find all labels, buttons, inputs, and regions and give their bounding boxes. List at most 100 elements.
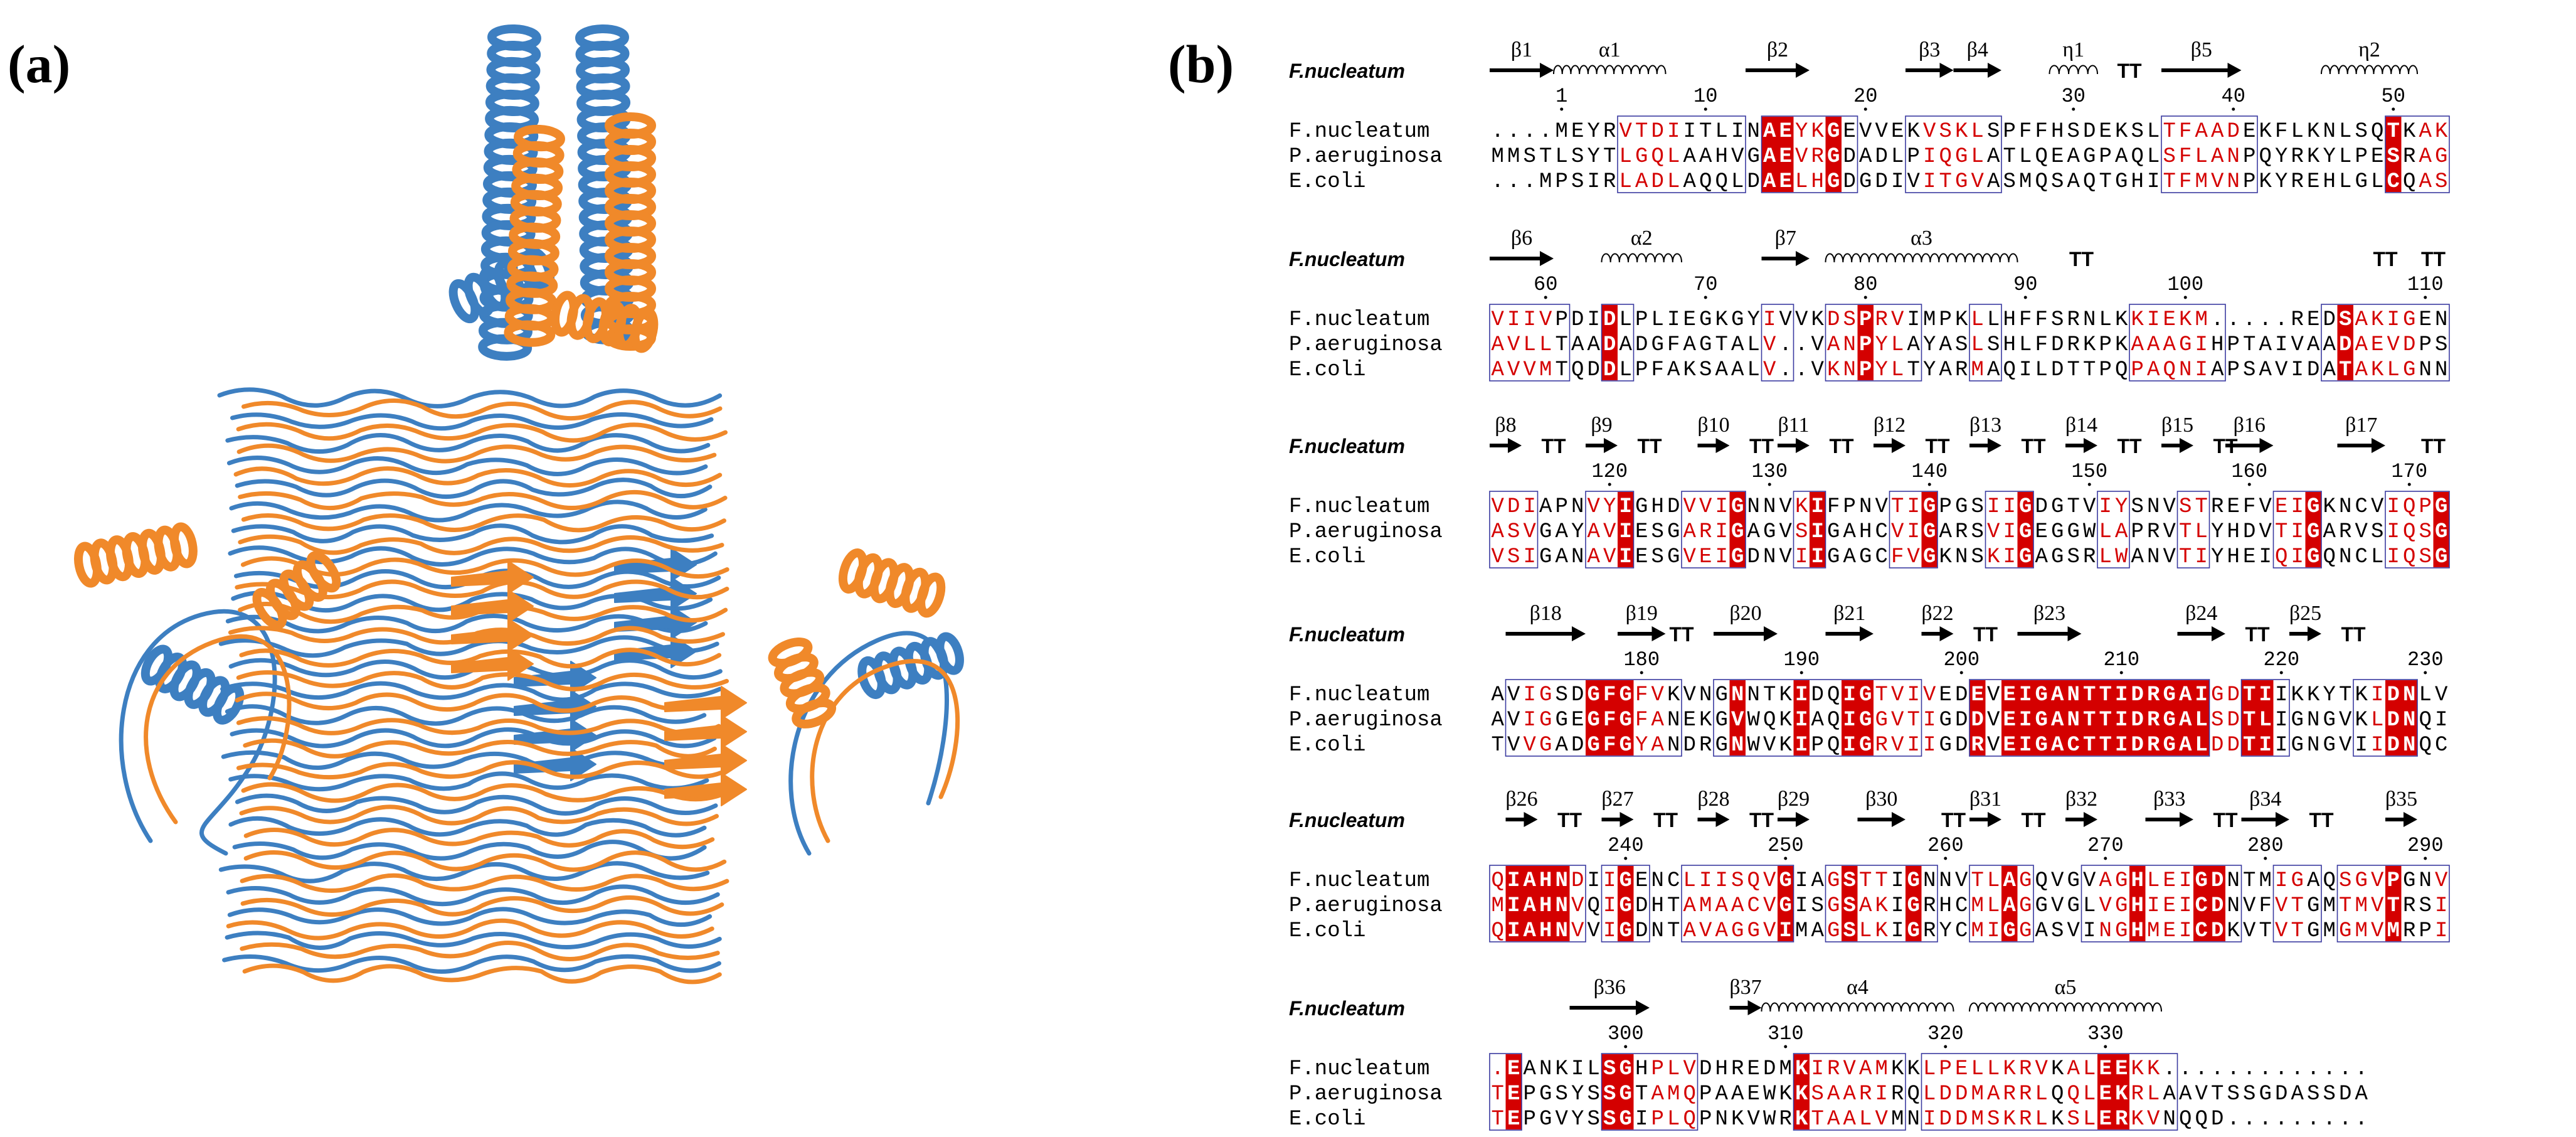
conserved-column: [2385, 680, 2402, 755]
ss-label-helix: α4: [1847, 976, 1868, 999]
loop-strand: [788, 631, 949, 856]
residue-tick: [1608, 483, 1611, 486]
loop-strand: [119, 609, 277, 856]
ss-label-strand: β15: [2161, 414, 2193, 437]
conserved-column: [1618, 1054, 1634, 1129]
conserved-column: [1537, 866, 1554, 941]
strand-arrow-head: [2084, 438, 2097, 453]
ss-label-strand: β11: [1778, 414, 1809, 437]
loop-strand: [230, 412, 714, 431]
conserved-column: [1601, 1054, 1618, 1129]
loop-strand: [232, 840, 707, 861]
conserved-column: [1554, 866, 1570, 941]
ss-label-turn: TT: [1653, 809, 1678, 831]
residue-number: 1: [1556, 85, 1567, 108]
ss-label-strand: β27: [1601, 787, 1633, 811]
strand-arrow-head: [1572, 626, 1586, 641]
loop-strand: [226, 456, 708, 476]
strand-arrow-head: [1988, 438, 2001, 453]
residue-tick: [1784, 857, 1788, 860]
species-name: E.coli: [1289, 919, 1365, 943]
conserved-column: [1857, 680, 1874, 755]
strand-arrow-head: [1988, 63, 2001, 78]
ss-label-strand: β30: [1865, 787, 1897, 811]
residue-number: 100: [2167, 273, 2203, 296]
strand-arrow-head: [1796, 63, 1810, 78]
loop-strand: [238, 534, 724, 555]
conserved-column: [2113, 680, 2129, 755]
ss-label-strand: β14: [2065, 414, 2097, 437]
conserved-column: [2209, 866, 2225, 941]
residue-number: 320: [1927, 1022, 1964, 1045]
residue-tick: [2119, 671, 2123, 675]
residue-number: 130: [1751, 460, 1788, 483]
conserved-column: [2113, 1054, 2129, 1129]
residue-tick: [1944, 857, 1948, 860]
conserved-column: [2145, 680, 2161, 755]
ss-label-strand: β5: [2191, 38, 2212, 61]
species-name: P.aeruginosa: [1289, 894, 1443, 918]
residue-tick: [2392, 107, 2395, 111]
conserved-column: [1921, 492, 1937, 567]
helix-coil: [1601, 253, 1682, 263]
ss-label-strand: β1: [1511, 38, 1532, 61]
ss-label-turn: TT: [1637, 435, 1662, 457]
residue-number: 250: [1768, 834, 1804, 857]
strand-arrow-head: [1540, 251, 1554, 266]
conserved-column: [2129, 866, 2146, 941]
ss-label-strand: β22: [1921, 602, 1953, 625]
ss-label-strand: β29: [1778, 787, 1810, 811]
conserved-column: [2193, 680, 2210, 755]
ss-label-strand: β2: [1767, 38, 1788, 61]
beta-sheet-arrow: [514, 747, 596, 781]
ss-label-strand: β34: [2249, 787, 2281, 811]
ss-label-strand: β3: [1919, 38, 1940, 61]
similarity-box: [1825, 865, 1938, 942]
loop-strand: [241, 782, 729, 803]
loop-strand: [218, 635, 719, 658]
helix-turn: [504, 320, 556, 347]
loop-strand: [239, 804, 719, 826]
species-name: E.coli: [1289, 358, 1365, 382]
ss-label-turn: TT: [2309, 809, 2334, 831]
loop-strand: [239, 648, 722, 669]
similarity-box: [1681, 491, 1746, 568]
conserved-column: [2241, 680, 2257, 755]
beta-sheet-arrow: [664, 686, 747, 720]
ss-label-strand: β37: [1729, 976, 1761, 999]
residue-number: 270: [2087, 834, 2124, 857]
conserved-column: [1761, 117, 1778, 192]
conserved-column: [1842, 866, 1858, 941]
conserved-column: [2193, 866, 2210, 941]
species-name: F.nucleatum: [1289, 120, 1429, 144]
conserved-column: [2385, 117, 2402, 192]
residue-number: 90: [2013, 273, 2037, 296]
ss-label-turn: TT: [1973, 623, 1998, 646]
similarity-box: [2272, 865, 2322, 942]
similarity-box: [1761, 304, 1794, 382]
conserved-column: [2385, 866, 2402, 941]
similarity-box: [2161, 115, 2258, 193]
beta-sheet-arrow: [451, 647, 534, 681]
reference-species-label: F.nucleatum: [1289, 997, 1405, 1020]
residue-number: 190: [1783, 648, 1820, 671]
ss-label-strand: β25: [2289, 602, 2321, 625]
ss-label-turn: TT: [1941, 809, 1966, 831]
residue-number: 10: [1693, 85, 1717, 108]
orange-chain-ribbon: [74, 112, 960, 985]
ss-label-turn: TT: [2069, 248, 2094, 270]
ss-label-strand: β16: [2234, 414, 2266, 437]
ss-label-turn: TT: [2373, 248, 2398, 270]
similarity-box: [1713, 679, 1922, 757]
conserved-column: [2097, 1054, 2114, 1129]
residue-number: 40: [2222, 85, 2245, 108]
helix-turn: [916, 572, 946, 618]
